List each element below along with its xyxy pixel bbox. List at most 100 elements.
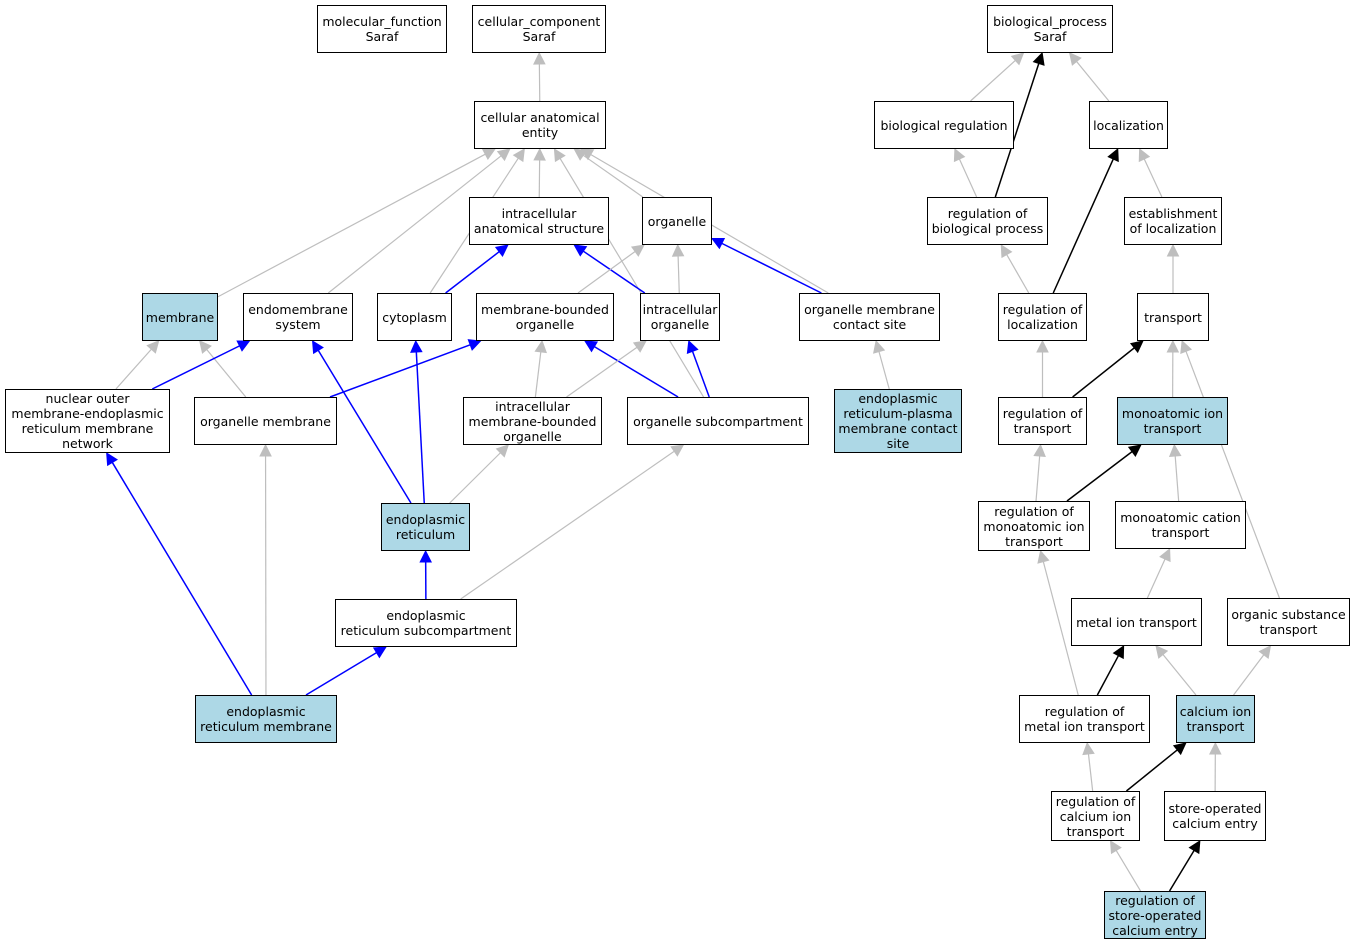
edge-is_a [577,250,636,294]
node-label-line: monoatomic ion [1121,406,1224,421]
node-label-line: calcium entry [1112,922,1198,938]
edge-is_a [1185,351,1280,599]
edge-is_a [1042,561,1079,696]
edge-arrowhead [1180,339,1193,354]
edge-regulates [1072,347,1135,398]
node-label-line: reticulum [395,527,456,542]
edge-arrowhead [1138,147,1151,163]
edge-part_of [151,345,240,390]
node-label-line: regulation of [994,503,1074,519]
node-label-line: organelle [515,317,575,332]
edge-is_a [1006,254,1030,294]
node-label-line: endoplasmic [858,391,938,406]
node-label-line: localization [1093,117,1164,133]
edge-arrowhead [1166,243,1180,257]
node-label-line: membrane-bounded [481,302,609,317]
edge-part_of [691,351,710,398]
edge-arrowhead [1037,549,1050,564]
edge-arrowhead [671,243,685,257]
edge-arrowhead [710,237,726,250]
edge-is_a [534,351,542,398]
edge-arrowhead [1068,52,1082,66]
node-label-line: establishment [1128,206,1218,221]
edge-arrowhead [1010,52,1025,66]
edge-is_a [1233,654,1265,696]
edge-arrowhead [1109,840,1122,855]
edge-arrowhead [1127,444,1142,457]
edge-arrowhead [953,147,966,163]
edge-arrowhead [1258,645,1272,659]
edge-regulates [1125,749,1178,792]
node-label-line: biological_process [993,14,1107,29]
node-label-line: regulation of [1055,793,1136,809]
edge-is_a [970,59,1016,102]
node-label-line: membrane-bounded [468,413,597,429]
node-label-line: metal ion transport [1024,719,1145,734]
edge-is_a [206,349,247,398]
edge-arrowhead [1155,645,1169,659]
node-label-line: endoplasmic [385,512,466,527]
edge-regulates [1096,655,1120,696]
edge-arrowhead [1172,742,1187,756]
edge-is_a [1076,61,1110,102]
node-label-line: biological process [931,221,1044,236]
node-label-line: reticulum membrane [21,421,154,436]
edge-arrowhead [467,339,482,351]
node-label-line: monoatomic ion [983,518,1085,534]
node-orgmem: organelle membrane [194,397,337,445]
node-label-line: nuclear outer [45,391,130,406]
node-label-line: network [62,436,113,451]
node-label-line: regulation of [1002,302,1083,317]
node-label-line: regulation of [947,206,1028,221]
edge-part_of [415,351,425,504]
node-label-line: store-operated [1168,801,1262,816]
node-label-line: endoplasmic [386,608,466,623]
edge-arrowhead [670,444,685,457]
node-label-line: organic substance [1231,607,1346,622]
node-label-line: monoatomic cation [1120,510,1241,525]
edge-is_a [582,154,644,198]
edge-is_a [1174,455,1180,502]
node-label-line: organelle membrane [200,413,331,429]
edge-arrowhead [481,148,496,160]
node-label-line: store-operated [1108,907,1202,923]
edge-arrowhead [496,148,511,162]
edge-is_a [1143,158,1163,198]
node-loc: localization [1089,101,1168,149]
edge-is_a [460,450,675,600]
node-label-line: transport [1151,525,1210,540]
node-label-line: Saraf [365,29,399,44]
edge-arrowhead [632,340,647,353]
edge-arrowhead [1166,339,1180,353]
node-label-line: membrane-endoplasmic [11,406,164,421]
edge-is_a [1087,753,1094,792]
edge-part_of [317,350,412,504]
edge-is_a [1115,850,1142,892]
node-cyto: cytoplasm [377,293,452,341]
node-osub: organelle subcompartment [627,397,809,445]
node-label-line: entity [521,125,559,140]
node-label-line: organelle membrane [804,302,935,317]
node-label-line: cellular anatomical [480,110,600,125]
node-label-line: membrane [145,309,215,325]
edge-regulates [1052,158,1114,294]
edge-arrowhead [1159,547,1171,563]
node-org: organelle [642,197,712,245]
edge-arrowhead [873,339,886,354]
edge-arrowhead [534,339,548,354]
node-label-line: localization [1007,317,1078,332]
node-label-line: membrane contact [838,421,958,436]
edge-arrowhead [495,444,510,458]
edge-is_a [958,158,978,198]
edge-is_a [878,351,890,390]
